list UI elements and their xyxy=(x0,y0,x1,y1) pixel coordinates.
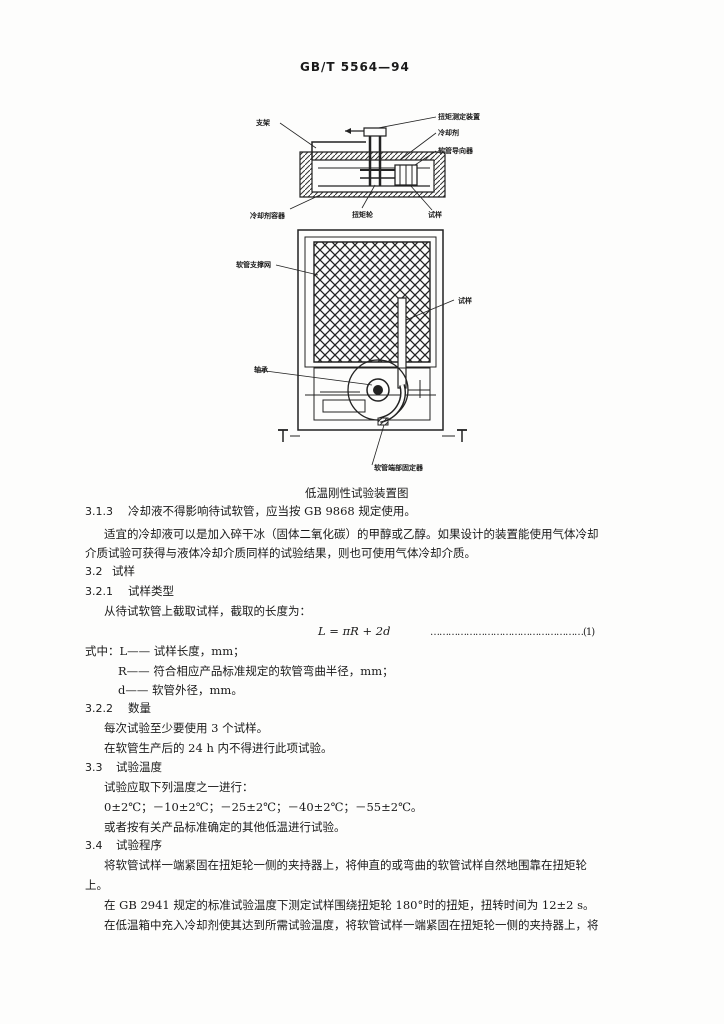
label-hose-support-net: 软管支撑网 xyxy=(236,261,271,269)
page-header: GB/T 5564—94 xyxy=(300,60,410,74)
front-view-drawing xyxy=(258,230,467,465)
para-313-line1: 冷却液不得影响待试软管，应当按 GB 9868 规定使用。 xyxy=(128,504,416,518)
para-33-line3: 或者按有关产品标准确定的其他低温进行试验。 xyxy=(104,820,346,834)
section-title-33: 试验温度 xyxy=(116,760,162,774)
para-34-line2: 上。 xyxy=(85,878,108,892)
where-l: 式中：L—— 试样长度，mm； xyxy=(85,644,245,658)
para-33-line2: 0±2℃；－10±2℃；－25±2℃；－40±2℃；－55±2℃。 xyxy=(104,800,423,814)
section-num-313: 3.1.3 xyxy=(85,505,113,518)
label-specimen-mid: 试样 xyxy=(458,297,472,305)
para-321-line1: 从待试软管上截取试样，截取的长度为： xyxy=(104,604,311,618)
para-313-line3: 介质试验可获得与液体冷却介质同样的试验结果，则也可使用气体冷却介质。 xyxy=(85,546,476,560)
para-34-line4: 在低温箱中充入冷却剂使其达到所需试验温度，将软管试样一端紧固在扭矩轮一侧的夹持器… xyxy=(104,918,599,932)
para-34-line1: 将软管试样一端紧固在扭矩轮一侧的夹持器上，将伸直的或弯曲的软管试样自然地围靠在扭… xyxy=(104,858,587,872)
para-322-line2: 在软管生产后的 24 h 内不得进行此项试验。 xyxy=(104,741,333,755)
label-torque-measure: 扭矩测定装置 xyxy=(438,113,480,121)
para-34-line3: 在 GB 2941 规定的标准试验温度下测定试样围绕扭矩轮 180°时的扭矩，扭… xyxy=(104,898,595,912)
section-title-34: 试验程序 xyxy=(116,838,162,852)
label-support: 支架 xyxy=(256,119,270,127)
label-specimen-top: 试样 xyxy=(428,211,442,219)
formula: L = πR + 2d xyxy=(318,624,391,638)
cooling-vessel-drawing xyxy=(280,117,445,210)
label-cooling-vessel: 冷却剂容器 xyxy=(250,212,285,220)
section-title-32: 试样 xyxy=(112,564,135,578)
section-num-34: 3.4 xyxy=(85,839,103,852)
para-313-line2: 适宜的冷却液可以是加入碎干冰（固体二氧化碳）的甲醇或乙醇。如果设计的装置能使用气… xyxy=(104,527,599,541)
apparatus-figure xyxy=(0,0,724,500)
label-hose-guide: 软管导向器 xyxy=(438,147,473,155)
label-hose-end-fixture: 软管端部固定器 xyxy=(374,464,423,472)
para-33-line1: 试验应取下列温度之一进行： xyxy=(104,780,254,794)
para-322-line1: 每次试验至少要使用 3 个试样。 xyxy=(104,721,269,735)
section-title-321: 试样类型 xyxy=(128,584,174,598)
label-coolant: 冷却剂 xyxy=(438,129,459,137)
label-torque-wheel: 扭矩轮 xyxy=(352,211,373,219)
section-num-322: 3.2.2 xyxy=(85,702,113,715)
formula-number: ……………………………………………(1) xyxy=(430,627,595,638)
where-r: R—— 符合相应产品标准规定的软管弯曲半径，mm； xyxy=(118,664,394,678)
figure-caption: 低温刚性试验装置图 xyxy=(305,486,409,500)
section-num-321: 3.2.1 xyxy=(85,585,113,598)
label-bearing: 轴承 xyxy=(254,366,268,374)
section-title-322: 数量 xyxy=(128,701,151,715)
section-num-33: 3.3 xyxy=(85,761,103,774)
section-num-32: 3.2 xyxy=(85,565,103,578)
where-d: d—— 软管外径，mm。 xyxy=(118,683,243,697)
